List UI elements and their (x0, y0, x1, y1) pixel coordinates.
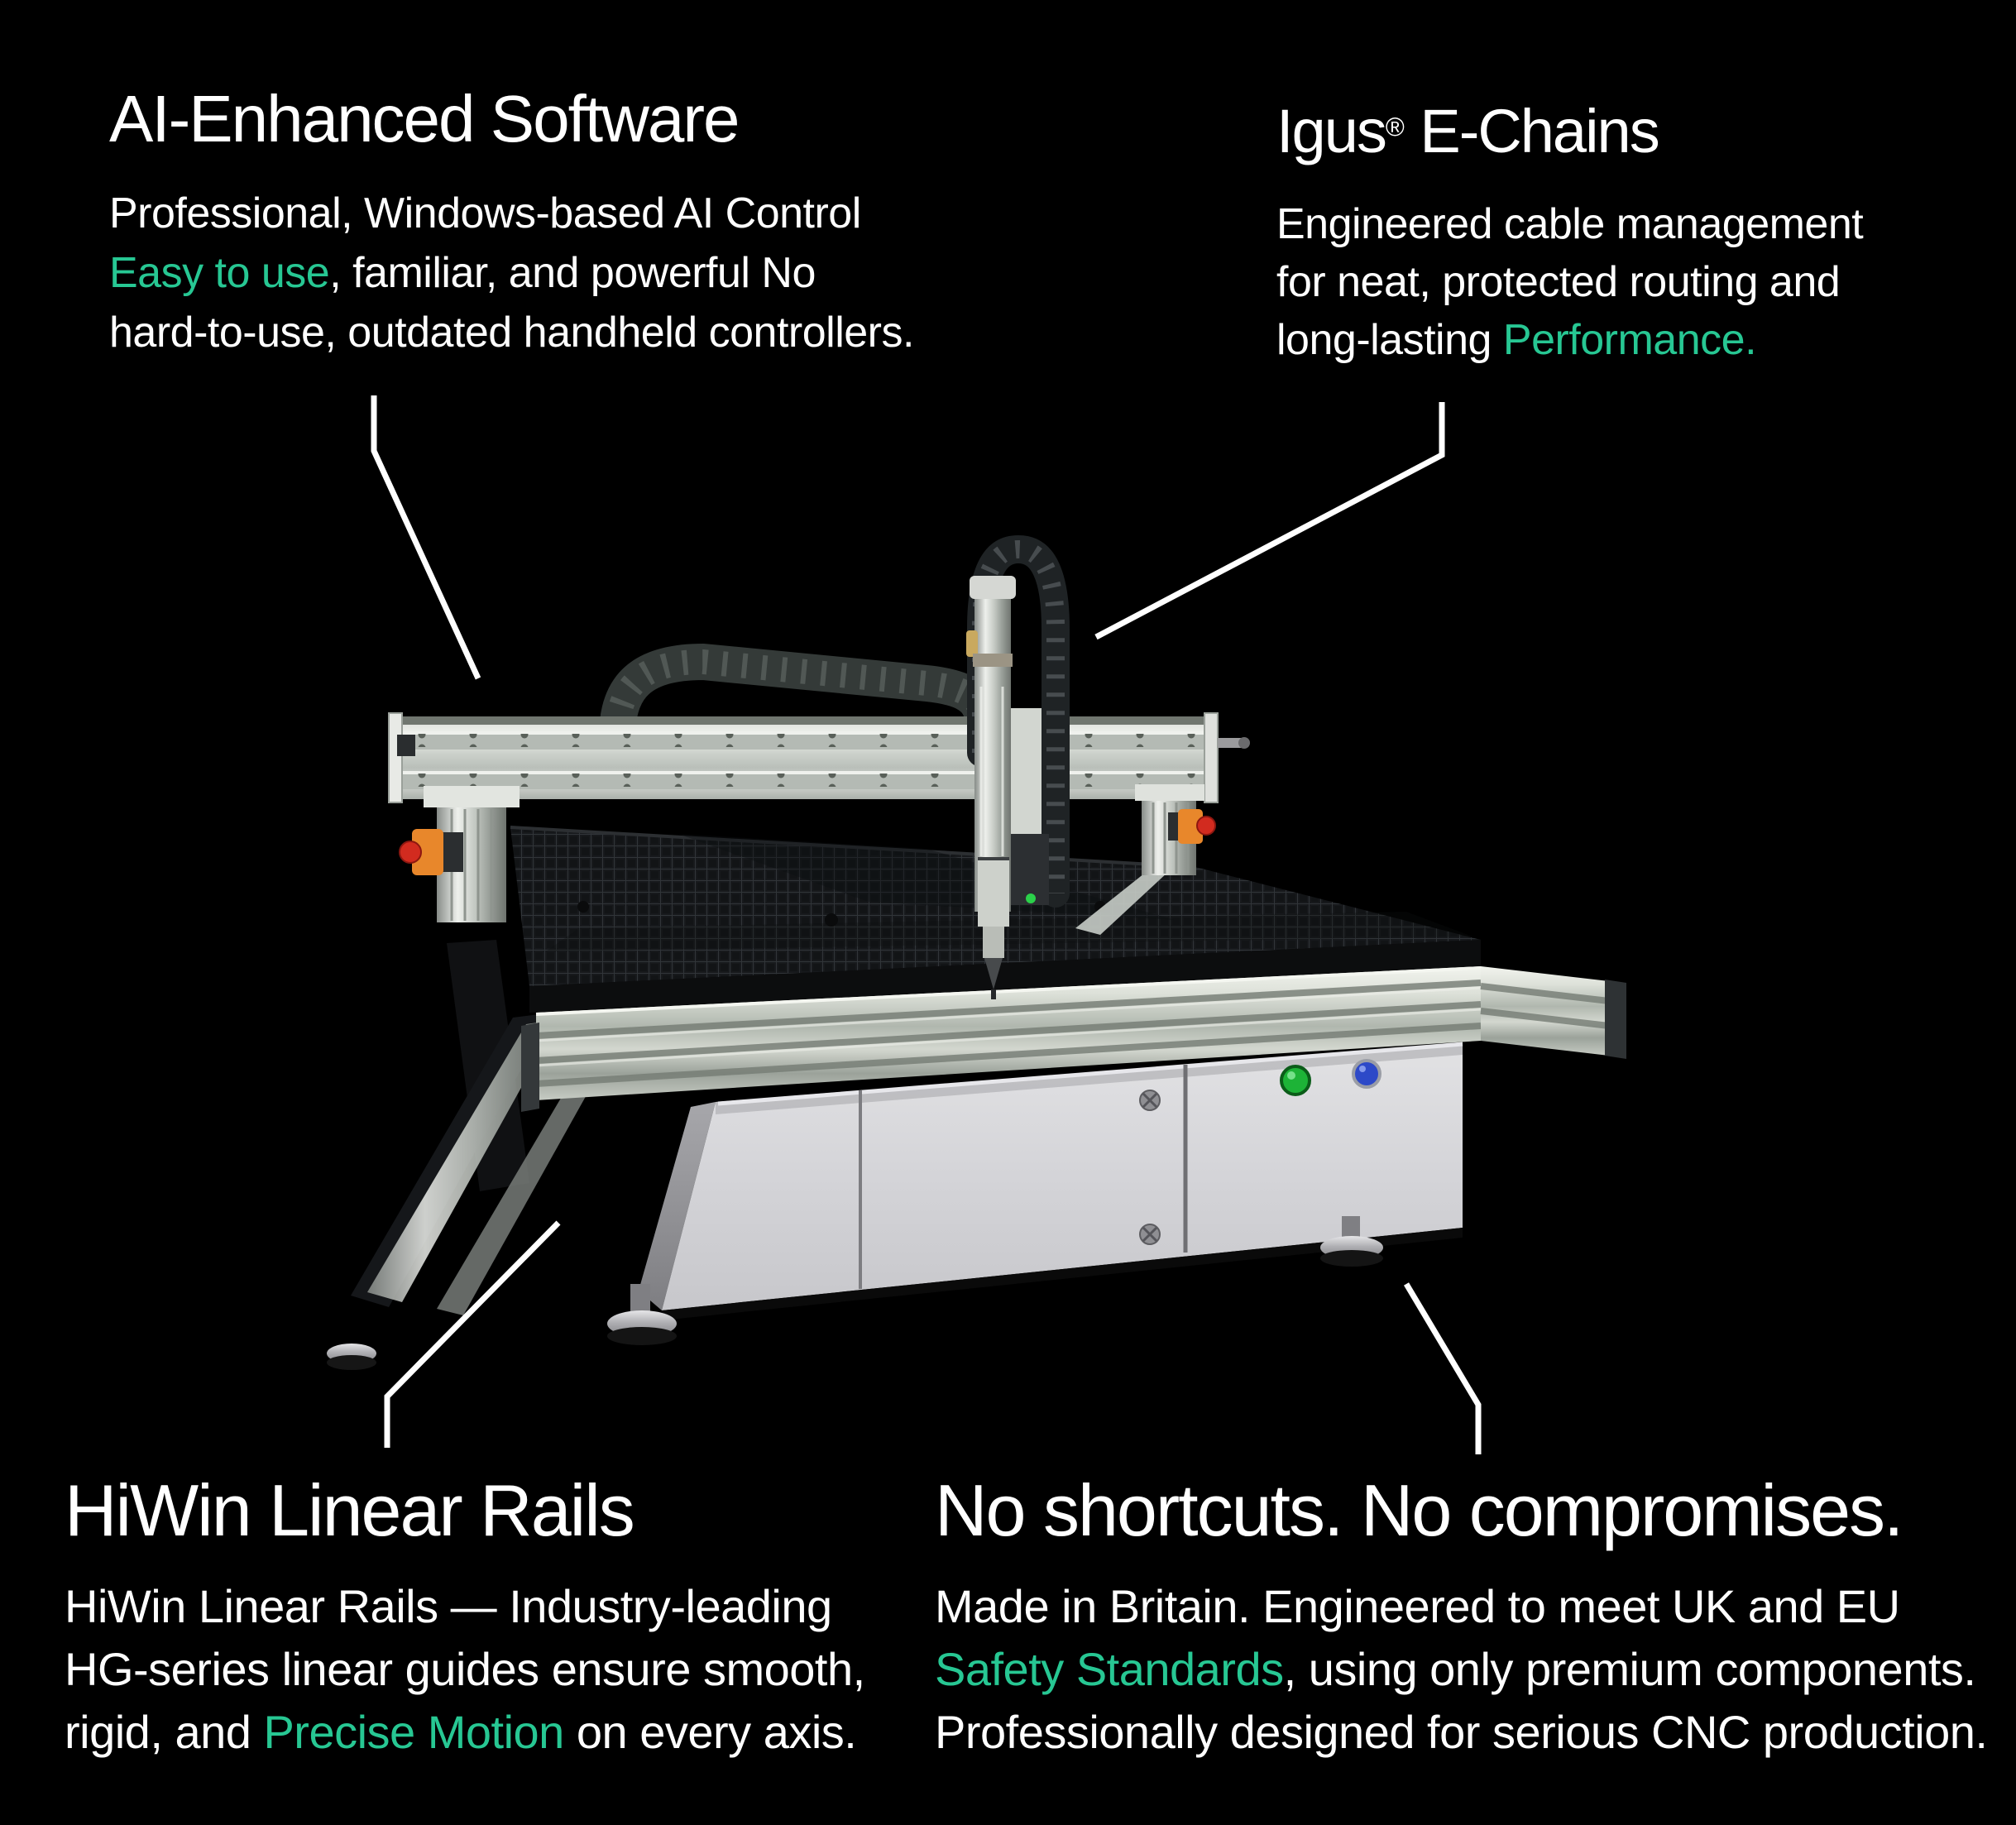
body-line: for neat, protected routing and (1276, 257, 1841, 306)
leveling-feet (327, 1216, 1383, 1370)
estop-button (1196, 816, 1216, 836)
body-line: hard-to-use, outdated handheld controlle… (109, 309, 914, 357)
linear-rail-upper (402, 731, 1204, 750)
body-line: Professional, Windows-based AI Control (109, 189, 861, 237)
callout-top-right: Igus® E-Chains Engineered cable manageme… (1276, 97, 1864, 369)
callout-heading: No shortcuts. No compromises. (935, 1469, 1904, 1551)
callout-line-top-right (1094, 402, 1445, 640)
machine-underframe (351, 940, 604, 1315)
table-frame-left-endcap (521, 1023, 539, 1112)
callout-body: Professional, Windows-based AI Control E… (109, 184, 914, 362)
callout-top-left: AI-Enhanced Software Professional, Windo… (109, 84, 914, 362)
callout-bottom-left: HiWin Linear Rails HiWin Linear Rails — … (65, 1469, 865, 1764)
carriage-electronics (1011, 834, 1049, 905)
callout-line-top-left (371, 395, 481, 680)
machine-base-cabinet (639, 1042, 1463, 1320)
table-frame-right-rail (1480, 966, 1626, 1059)
cnc-machine (327, 534, 1626, 1370)
emergency-stop-right (1168, 809, 1216, 844)
gantry-upright-left (399, 786, 520, 922)
callout-line-bottom-right (1403, 1282, 1482, 1454)
emergency-stop-left (399, 829, 463, 875)
gantry-upright-right (1075, 784, 1216, 935)
body-line: Easy to use, familiar, and powerful No (109, 249, 816, 297)
carriage-led (1026, 893, 1036, 903)
callout-bottom-right: No shortcuts. No compromises. Made in Br… (935, 1469, 1988, 1764)
body-line: Made in Britain. Engineered to meet UK a… (935, 1580, 1900, 1633)
body-line: HG-series linear guides ensure smooth, (65, 1643, 865, 1696)
callout-heading: AI-Enhanced Software (109, 82, 740, 156)
spindle (978, 857, 1009, 999)
beam-right-pin (1218, 738, 1243, 748)
table-frame (521, 940, 1626, 1112)
linear-rail-lower (402, 771, 1204, 789)
leveling-foot (607, 1284, 677, 1345)
leveling-foot (327, 1344, 376, 1370)
callout-body: HiWin Linear Rails — Industry-leading HG… (65, 1575, 865, 1764)
body-line: long-lasting Performance. (1276, 315, 1757, 364)
highlighted-text: Performance. (1502, 315, 1757, 364)
estop-button (399, 841, 422, 864)
table-frame-right-endcap (1605, 980, 1626, 1059)
z-axis-assembly (966, 534, 1070, 999)
indicator-light-blue (1352, 1059, 1382, 1089)
tool-bit (991, 989, 996, 999)
body-line: Professionally designed for serious CNC … (935, 1706, 1988, 1759)
indicator-light-green (1280, 1065, 1311, 1096)
callout-heading: Igus® E-Chains (1276, 97, 1660, 165)
cabinet-screw (1139, 1090, 1161, 1111)
callout-body: Engineered cable management for neat, pr… (1276, 195, 1864, 369)
body-line: rigid, and Precise Motion on every axis. (65, 1706, 857, 1759)
spindle-nose (984, 958, 1003, 989)
beam-left-clamp (397, 735, 415, 756)
leveling-foot (1320, 1216, 1383, 1267)
highlighted-text: Precise Motion (263, 1706, 564, 1759)
body-line: Engineered cable management (1276, 199, 1864, 248)
beam-left-endcap (388, 712, 403, 803)
highlighted-text: Easy to use (109, 249, 330, 297)
body-line: HiWin Linear Rails — Industry-leading (65, 1580, 832, 1633)
registered-trademark-symbol: ® (1385, 113, 1405, 142)
highlighted-text: Safety Standards (935, 1643, 1284, 1696)
callout-heading: HiWin Linear Rails (65, 1469, 635, 1551)
body-line: Safety Standards, using only premium com… (935, 1643, 1976, 1696)
beam-right-endcap (1204, 712, 1219, 803)
cabinet-screw (1139, 1224, 1161, 1245)
callout-body: Made in Britain. Engineered to meet UK a… (935, 1575, 1988, 1764)
callout-line-bottom-left (384, 1220, 561, 1448)
